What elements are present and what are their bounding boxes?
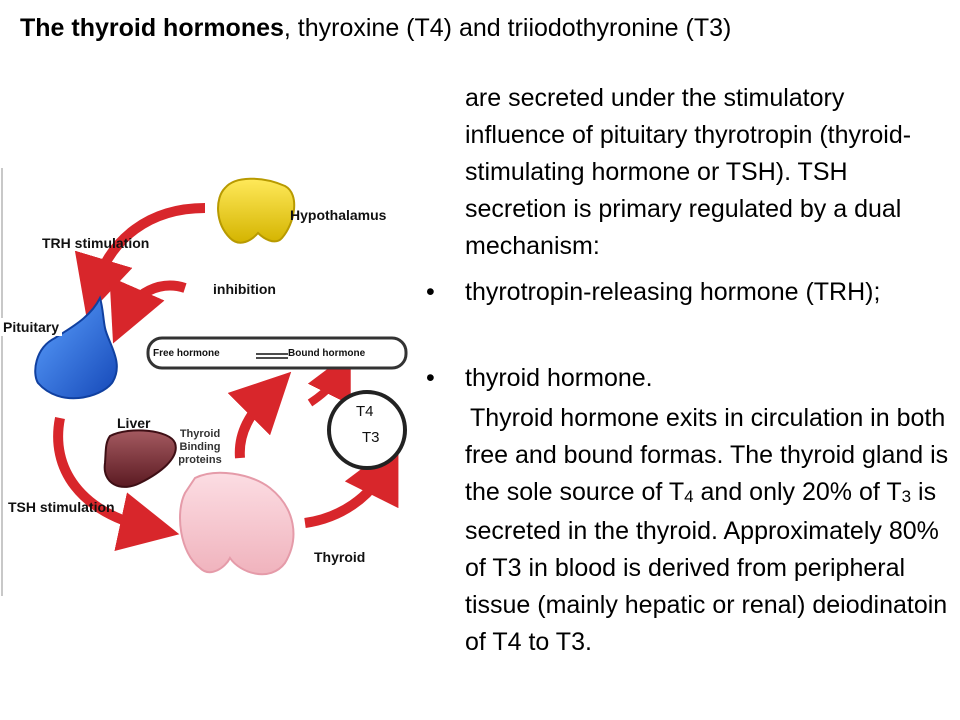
binding-line-3: proteins: [178, 454, 222, 466]
hypothalamus-shape: [217, 177, 296, 244]
label-bound-hormone: Bound hormone: [288, 348, 366, 359]
intro-paragraph: are secreted under the stimulatory influ…: [465, 84, 912, 260]
label-liver: Liver: [117, 415, 151, 431]
binding-line-1: Thyroid: [179, 428, 221, 440]
label-trh-stimulation: TRH stimulation: [42, 235, 150, 251]
label-t3: T3: [362, 429, 380, 446]
label-pituitary: Pituitary: [0, 318, 63, 336]
bullet-dot: •: [426, 364, 435, 392]
label-inhibition: inhibition: [210, 280, 279, 298]
bullet-text: thyrotropin-releasing hormone (TRH);: [465, 278, 881, 306]
title-bold: The thyroid hormones: [20, 14, 284, 42]
p2-b: and only 20% of T: [693, 478, 902, 506]
label-tsh-stimulation: TSH stimulation: [8, 499, 115, 515]
free-bound-box: [146, 336, 408, 370]
bullet-dot: •: [426, 278, 435, 306]
pituitary-shape: [34, 295, 118, 400]
arrow-inhibition-pituitary: [109, 276, 187, 344]
arrow-thyroid-t3: [304, 441, 399, 528]
label-hypothalamus: Hypothalamus: [290, 207, 387, 223]
arrow-tsh: [53, 417, 180, 552]
circulation-paragraph: Thyroid hormone exits in circulation in …: [465, 400, 955, 661]
label-binding-proteins: Thyroid Binding proteins: [170, 428, 230, 467]
label-thyroid: Thyroid: [314, 549, 366, 565]
arrow-t4-bound: [307, 351, 351, 407]
p2-sub-3: 3: [901, 487, 912, 506]
thyroid-shape: [179, 471, 295, 576]
p2-c: is secreted in the thyroid. Approximatel…: [465, 478, 948, 656]
slide-title: The thyroid hormones, thyroxine (T4) and…: [20, 14, 950, 43]
p2-sub-4: 4: [684, 487, 694, 506]
t4-t3-circle: [327, 390, 407, 470]
bullet-text: thyroid hormone.: [465, 364, 653, 392]
diagram-graphics: [1, 168, 408, 596]
label-t4: T4: [356, 403, 374, 420]
arrow-binding: [227, 371, 292, 459]
title-rest: , thyroxine (T4) and triiodothyronine (T…: [283, 14, 732, 42]
label-free-hormone: Free hormone: [153, 348, 220, 359]
arrow-trh: [74, 203, 206, 317]
p2-a: Thyroid hormone exits in circulation in …: [465, 404, 949, 506]
liver-shape: [103, 429, 177, 488]
binding-line-2: Binding: [179, 441, 221, 453]
thyroid-regulation-diagram: Hypothalamus TRH stimulation inhibition …: [0, 168, 428, 596]
